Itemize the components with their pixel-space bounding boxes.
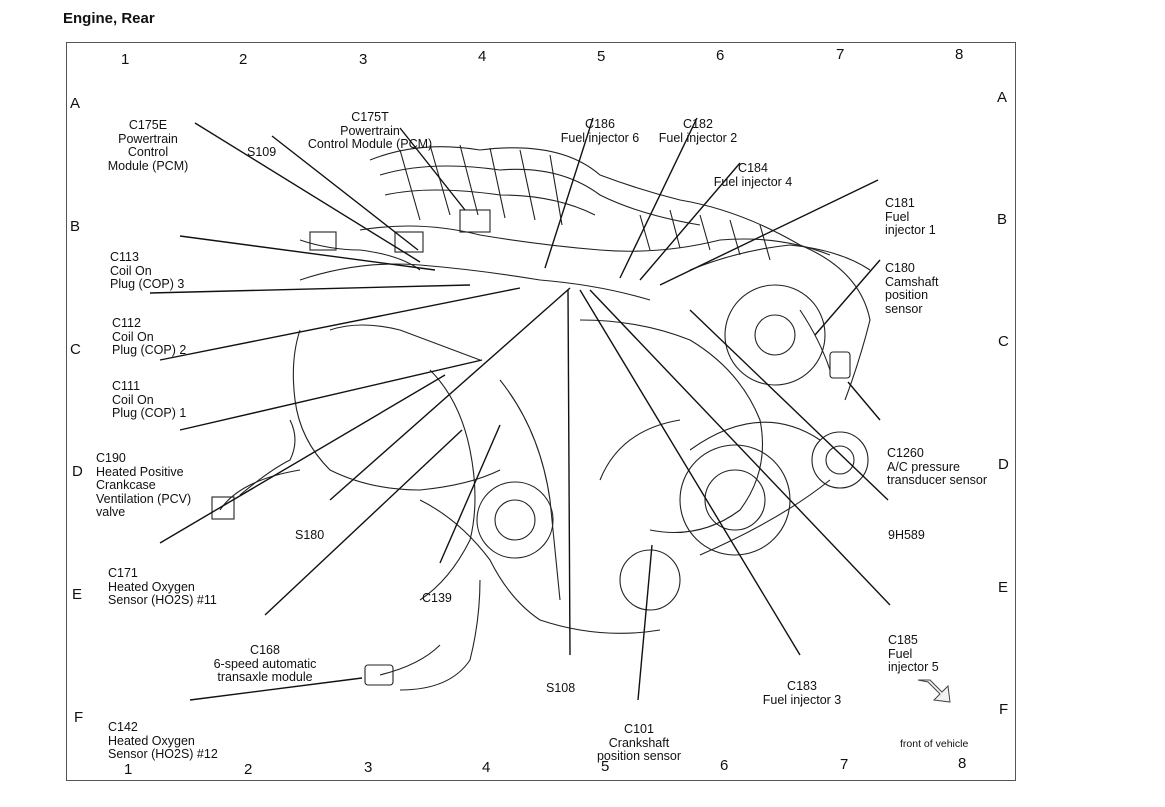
front-arrow-icon [917,679,951,703]
grid-col-top-8: 8 [955,46,964,63]
grid-col-bottom-4: 4 [482,759,491,776]
grid-col-bottom-3: 3 [364,759,373,776]
grid-row-left-d: D [72,463,83,480]
grid-col-top-1: 1 [121,51,130,68]
engine-outline [211,144,871,691]
grid-col-top-2: 2 [239,51,248,68]
grid-col-bottom-1: 1 [124,761,133,778]
label-s109: S109 [247,145,277,159]
grid-row-right-c: C [998,333,1009,350]
leader-lines [149,117,891,701]
label-front-of-vehicle: front of vehicle [900,738,969,750]
grid-row-left-f: F [74,709,84,726]
grid-col-top-5: 5 [597,48,606,65]
grid-row-right-f: F [999,701,1009,718]
grid-col-top-7: 7 [836,46,845,63]
diagram-frame [66,42,1016,781]
grid-col-top-6: 6 [716,47,725,64]
grid-row-left-b: B [70,218,81,235]
label-s108: S108 [546,681,576,695]
grid-row-right-e: E [998,579,1009,596]
label-s180: S180 [295,528,325,542]
grid-row-right-b: B [997,211,1008,228]
grid-col-bottom-8: 8 [958,755,967,772]
grid-row-left-a: A [70,95,81,112]
grid-row-right-a: A [997,89,1008,106]
grid-col-bottom-6: 6 [720,757,729,774]
grid-row-left-c: C [70,341,81,358]
grid-col-bottom-7: 7 [840,756,849,773]
grid-col-bottom-2: 2 [244,761,253,778]
grid-col-bottom-5: 5 [601,758,610,775]
grid-row-right-d: D [998,456,1009,473]
grid-row-left-e: E [72,586,83,603]
label-c139: C139 [422,591,452,605]
grid-col-top-4: 4 [478,48,487,65]
page-title: Engine, Rear [63,10,155,27]
grid-col-top-3: 3 [359,51,368,68]
label-9h589: 9H589 [888,528,925,542]
